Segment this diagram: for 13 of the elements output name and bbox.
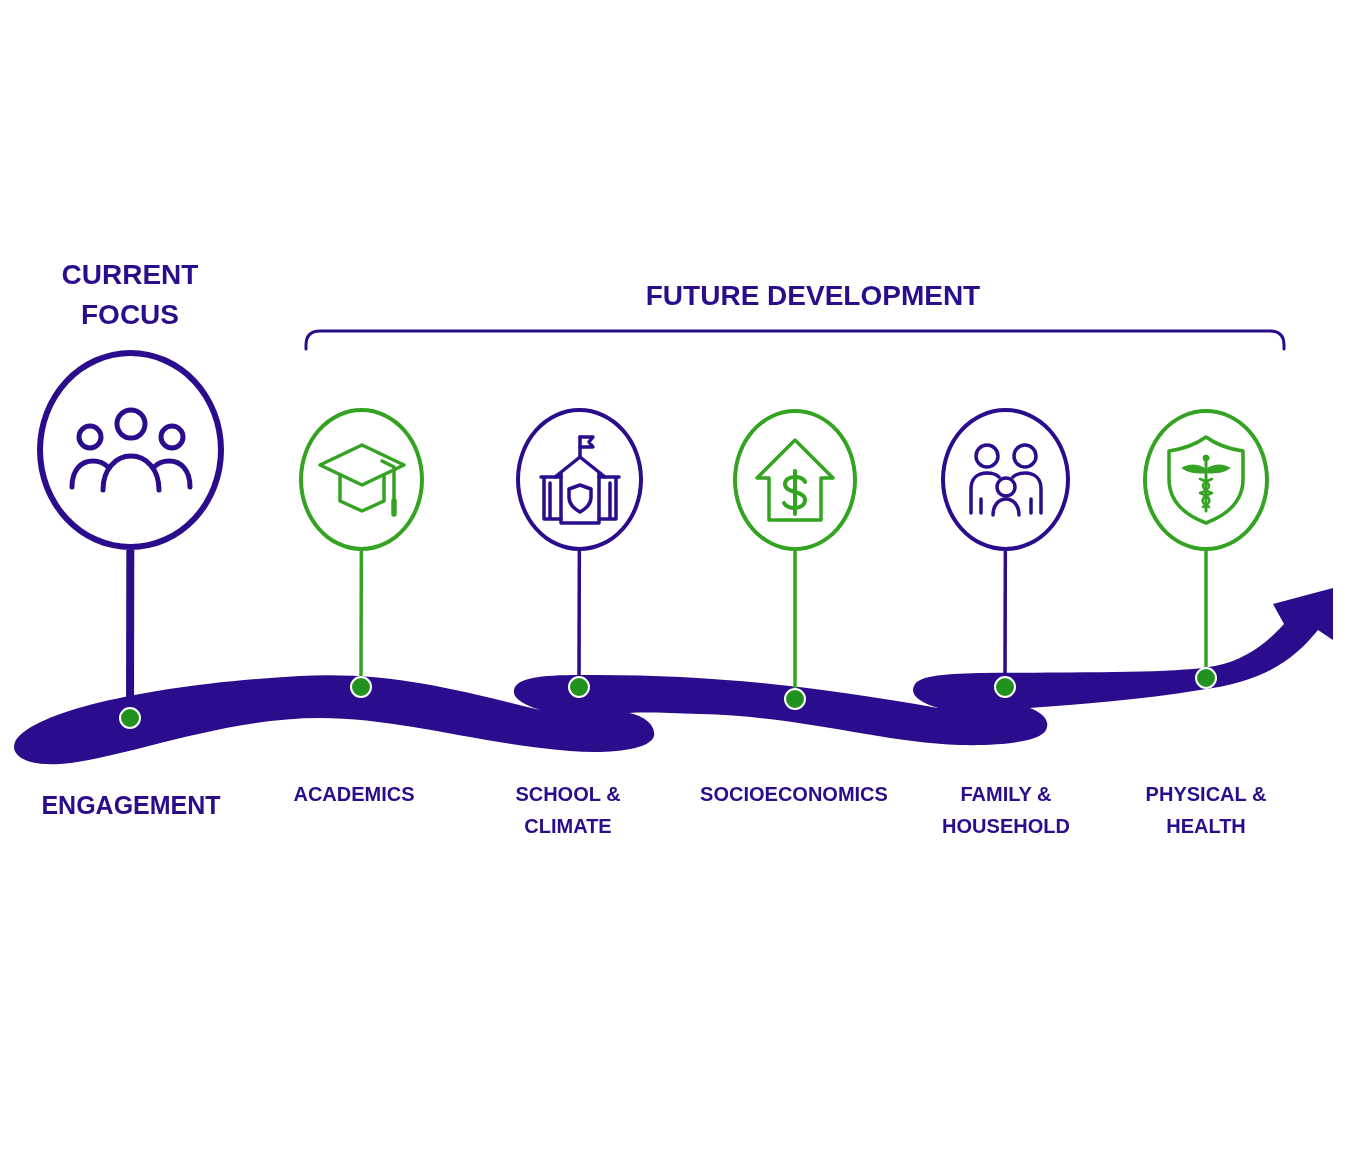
milestone-label: FAMILY & HOUSEHOLD [941,782,1071,839]
milestone-label: SCHOOL & CLIMATE [514,782,622,839]
stem-line [1204,551,1208,667]
stem-line [793,551,797,688]
milestone-label: ENGAGEMENT [40,790,222,821]
stem-line [359,551,364,676]
milestone-label: PHYSICAL & HEALTH [1144,782,1268,839]
stem-line [1003,551,1008,676]
section-heading: FUTURE DEVELOPMENT [644,279,982,313]
stem-line [577,551,582,676]
milestone-label: ACADEMICS [292,782,416,807]
milestone-label: SOCIOECONOMICS [699,782,889,807]
section-heading: CURRENT FOCUS [60,258,200,332]
